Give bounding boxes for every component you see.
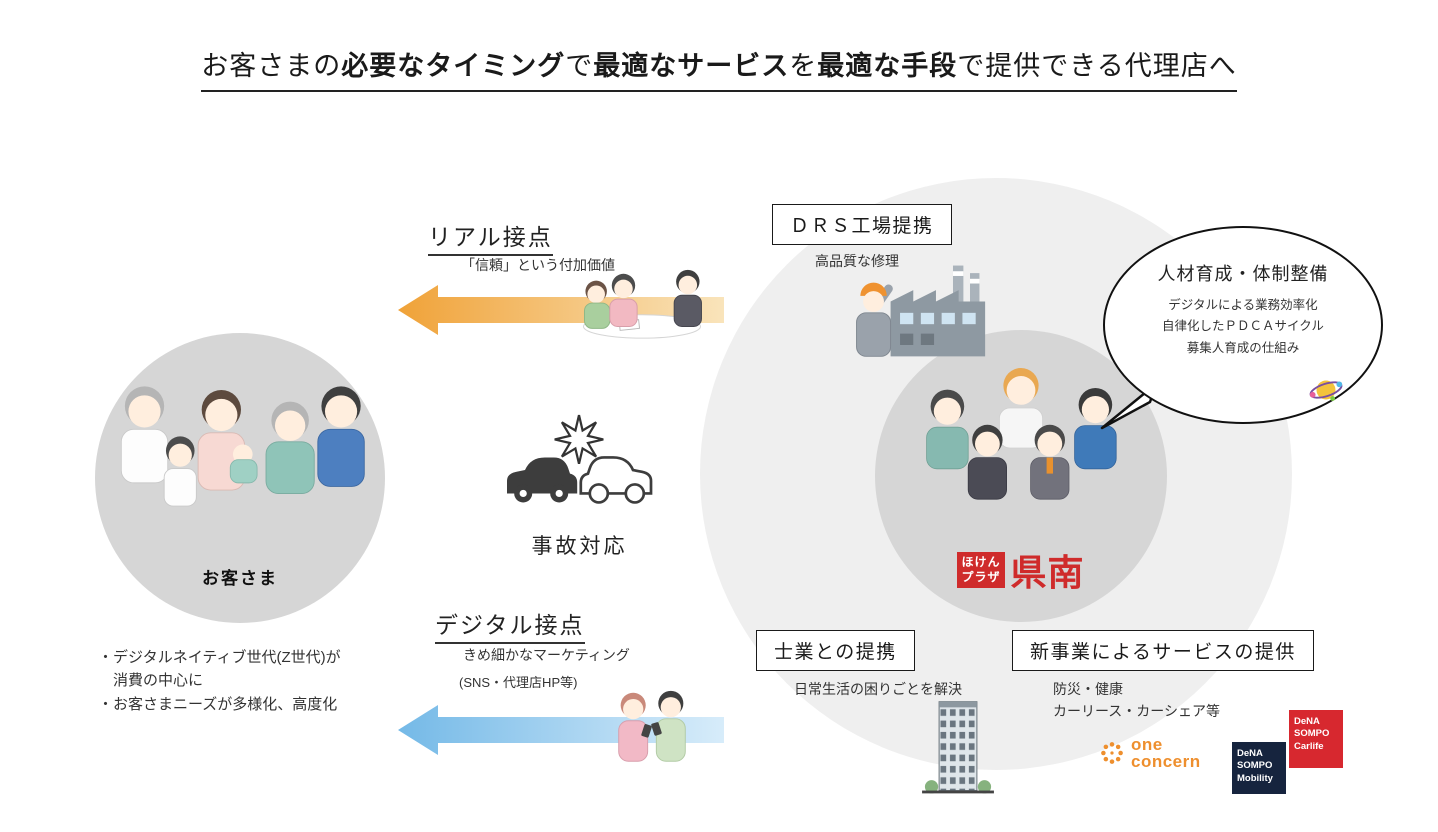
accident-label: 事故対応 xyxy=(531,535,628,558)
professionals-subtitle: 日常生活の困りごとを解決 xyxy=(794,681,962,697)
drs-subtitle: 高品質な修理 xyxy=(815,253,899,269)
new-business-box: 新事業によるサービスの提供 xyxy=(1012,630,1314,671)
new-business-line: カーリース・カーシェア等 xyxy=(1053,703,1221,719)
dena-sompo-carlife-logo: DeNA SOMPO Carlife xyxy=(1289,710,1343,768)
carlife-logo-line: Carlife xyxy=(1294,740,1324,752)
mobility-logo-line: SOMPO xyxy=(1237,760,1273,772)
note-line: ・お客さまニーズが多様化、高度化 xyxy=(98,695,338,713)
hr-bubble-line: 自律化したＰＤＣＡサイクル xyxy=(1162,319,1324,334)
agency-circle: ほけん プラザ 県南 xyxy=(875,330,1167,622)
one-concern-text-line: one xyxy=(1131,735,1163,754)
drs-partnership-box: ＤＲＳ工場提携 xyxy=(772,204,952,245)
family-illustration xyxy=(120,386,365,507)
hr-bubble-line: デジタルによる業務効率化 xyxy=(1168,298,1318,312)
title-segment: 最適なサービス xyxy=(593,51,790,81)
customer-notes: ・デジタルネイティブ世代(Z世代)が 消費の中心に ・お客さまニーズが多様化、高… xyxy=(98,646,341,716)
meeting-illustration xyxy=(583,269,702,339)
agency-logo: ほけん プラザ 県南 xyxy=(875,544,1167,596)
real-contact-subtitle: 「信頼」という付加価値 xyxy=(461,257,615,273)
hr-bubble-title: 人材育成・体制整備 xyxy=(1157,264,1329,284)
sphere-icon xyxy=(1309,380,1343,401)
new-business-line: 防災・健康 xyxy=(1053,681,1123,697)
hr-development-bubble: 人材育成・体制整備 デジタルによる業務効率化 自律化したＰＤＣＡサイクル 募集人… xyxy=(1103,226,1383,424)
mobility-logo-line: Mobility xyxy=(1237,772,1273,784)
mobility-logo-line: DeNA xyxy=(1237,748,1263,759)
factory-icon xyxy=(856,265,986,357)
title-segment: で提供できる代理店へ xyxy=(957,51,1237,81)
one-concern-text-line: concern xyxy=(1131,752,1201,771)
page-title: お客さまの必要なタイミングで最適なサービスを最適な手段で提供できる代理店へ xyxy=(0,44,1438,92)
customer-circle: お客さま xyxy=(95,333,385,623)
hr-bubble-line: 募集人育成の仕組み xyxy=(1186,340,1300,355)
crash-icon xyxy=(507,414,653,504)
agency-badge-line: プラザ xyxy=(961,570,1001,584)
flower-icon xyxy=(1101,742,1123,764)
carlife-logo-line: SOMPO xyxy=(1294,728,1330,740)
agency-name: 県南 xyxy=(1010,552,1085,593)
title-segment: を xyxy=(789,51,818,81)
title-segment: 最適な手段 xyxy=(817,51,958,81)
digital-contact-subtitle: きめ細かなマーケティング xyxy=(463,647,630,663)
office-building-icon xyxy=(922,701,994,794)
digital-contact-channels: (SNS・代理店HP等) xyxy=(459,675,578,690)
team-illustration xyxy=(926,368,1117,500)
title-segment: で xyxy=(565,51,594,81)
title-segment: 必要なタイミング xyxy=(341,51,566,81)
customer-label: お客さま xyxy=(202,569,278,588)
dena-sompo-mobility-logo: DeNA SOMPO Mobility xyxy=(1232,742,1286,794)
title-segment: お客さまの xyxy=(201,51,342,81)
professionals-partnership-box: 士業との提携 xyxy=(756,630,915,671)
note-line: 消費の中心に xyxy=(98,672,204,690)
agency-logo-badge: ほけん プラザ xyxy=(957,552,1005,588)
real-contact-title: リアル接点 xyxy=(428,218,553,256)
digital-contact-title: デジタル接点 xyxy=(435,606,585,644)
agency-badge-line: ほけん xyxy=(961,555,1001,569)
carlife-logo-line: DeNA xyxy=(1294,716,1320,727)
note-line: ・デジタルネイティブ世代(Z世代)が xyxy=(98,649,341,666)
smartphone-users-illustration xyxy=(618,690,686,762)
one-concern-logo: one concern xyxy=(1098,736,1201,770)
